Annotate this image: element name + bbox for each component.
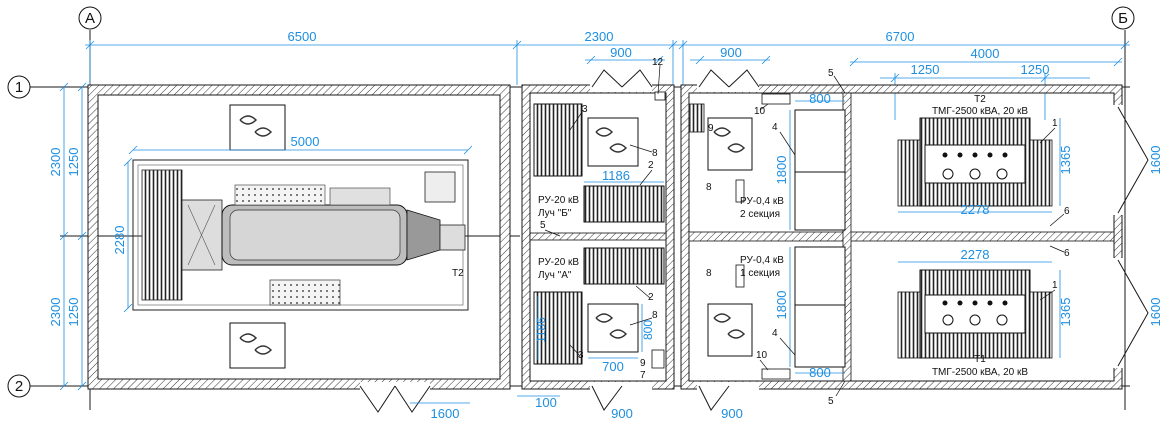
callout-1a: 1 — [1052, 118, 1058, 129]
vent-plate-ru-bottom — [587, 303, 639, 353]
axis-marker-b: Б — [1111, 6, 1135, 30]
callout-10b: 10 — [756, 350, 768, 361]
dim-800: 800 — [641, 320, 655, 340]
callout-4b: 4 — [772, 328, 778, 339]
callout-3a: 3 — [582, 104, 588, 115]
label-tp-2-2: 2 секция — [740, 209, 780, 220]
dim-1250-left-bot: 1250 — [66, 298, 81, 327]
busbar-section-b — [583, 185, 665, 223]
dim-2300-top: 2300 — [585, 29, 614, 44]
axis-marker-a: А — [78, 6, 102, 30]
callout-4a: 4 — [772, 122, 778, 133]
dim-1800-top: 1800 — [774, 156, 789, 185]
dim-1600-bottom: 1600 — [431, 406, 460, 421]
dim-900-tp-door: 900 — [720, 45, 742, 60]
dim-800-tp-bot: 800 — [809, 365, 831, 380]
label-ru-b-1: РУ-20 кВ — [538, 195, 579, 206]
label-tp-2-1: РУ-0,4 кВ — [740, 196, 784, 207]
callout-8b: 8 — [652, 310, 658, 321]
dim-1600-right-bot: 1600 — [1148, 298, 1163, 327]
dim-1800-bot: 1800 — [774, 291, 789, 320]
callout-6b: 6 — [1064, 248, 1070, 259]
dim-4000: 4000 — [971, 46, 1000, 61]
dim-1186-side: 1186 — [534, 317, 548, 343]
dim-900-ru-bottom: 900 — [611, 406, 633, 421]
callout-8a: 8 — [652, 148, 658, 159]
callout-7: 7 — [640, 370, 646, 381]
callout-5c: 5 — [828, 396, 834, 407]
callout-8d: 8 — [706, 268, 712, 279]
dim-2278-t1: 2278 — [961, 247, 990, 262]
dim-700: 700 — [602, 359, 624, 374]
callout-9b: 9 — [640, 358, 646, 369]
dim-2278-t2: 2278 — [961, 202, 990, 217]
label-t1-type: ТМГ-2500 кВА, 20 кВ — [932, 367, 1028, 378]
dim-2300-left-top: 2300 — [48, 148, 63, 177]
dim-900-tp-bottom: 900 — [721, 406, 743, 421]
callout-3b: 3 — [578, 350, 584, 361]
callout-5a: 5 — [828, 68, 834, 79]
switchgear-cabinet-a — [533, 291, 583, 365]
dim-1250-left-top: 1250 — [66, 148, 81, 177]
callout-5b: 5 — [540, 220, 546, 231]
dim-5000: 5000 — [291, 134, 320, 149]
label-tp-1-2: 1 секция — [740, 268, 780, 279]
dim-1365-t2: 1365 — [1058, 146, 1073, 175]
callout-1b: 1 — [1052, 280, 1058, 291]
dim-800-tp-top: 800 — [809, 91, 831, 106]
label-t2-type: ТМГ-2500 кВА, 20 кВ — [932, 106, 1028, 117]
callout-2b: 2 — [648, 292, 654, 303]
label-ru-b-2: Луч "Б" — [538, 208, 572, 219]
generator-room: 5000 2280 Т2 1600 — [87, 84, 511, 421]
transformer-substation: 800 1800 1800 800 РУ-0,4 кВ 2 секция РУ-… — [680, 69, 1149, 421]
vent-plate-top — [229, 104, 286, 151]
callout-12: 12 — [652, 57, 664, 68]
label-ru-a-2: Луч "А" — [538, 270, 572, 281]
top-dimensions: 6500 2300 6700 900 900 4000 1250 1250 — [85, 29, 1130, 120]
ru-20kv-room: 1186 РУ-20 кВ Луч "Б" РУ-20 кВ Луч "А" 1… — [517, 69, 675, 421]
label-t1-name: Т1 — [974, 354, 986, 365]
vent-plate-ru-top — [587, 117, 639, 167]
transformer-t1: 2278 1365 Т1 ТМГ-2500 кВА, 20 кВ 1600 — [897, 247, 1163, 378]
dim-6700: 6700 — [886, 29, 915, 44]
dim-1250-b: 1250 — [1021, 62, 1050, 77]
axis-label-2: 2 — [15, 378, 23, 395]
dim-1186-top: 1186 — [602, 168, 630, 183]
label-tp-1-1: РУ-0,4 кВ — [740, 255, 784, 266]
dim-6500: 6500 — [288, 29, 317, 44]
callout-2a: 2 — [648, 160, 654, 171]
dim-900-ru-door: 900 — [610, 45, 632, 60]
callouts: 1 1 2 2 3 3 4 4 5 5 5 6 6 7 8 8 8 8 9 9 … — [540, 57, 1070, 407]
callout-8c: 8 — [706, 182, 712, 193]
dim-100: 100 — [535, 395, 557, 410]
switchgear-cabinet-b — [533, 103, 583, 177]
callout-10a: 10 — [754, 106, 766, 117]
axis-label-1: 1 — [15, 79, 23, 96]
dim-2300-left-bot: 2300 — [48, 298, 63, 327]
axis-marker-1: 1 — [7, 75, 31, 99]
vent-plate-bottom — [229, 322, 286, 369]
axis-label-a: А — [85, 10, 95, 27]
axis-marker-2: 2 — [7, 374, 31, 398]
generator-tag: Т2 — [452, 268, 464, 279]
dim-2280: 2280 — [112, 226, 127, 255]
axis-label-b: Б — [1118, 10, 1128, 27]
dim-1365-t1: 1365 — [1058, 298, 1073, 327]
dim-1600-right-top: 1600 — [1148, 146, 1163, 175]
callout-6a: 6 — [1064, 206, 1070, 217]
busbar-section-a — [583, 247, 665, 285]
callout-9a: 9 — [708, 123, 714, 134]
label-ru-a-1: РУ-20 кВ — [538, 257, 579, 268]
label-t2-name: Т2 — [974, 94, 986, 105]
left-dimensions: 2300 1250 2300 1250 — [48, 82, 87, 391]
dim-1250-a: 1250 — [911, 62, 940, 77]
transformer-t2: Т2 ТМГ-2500 кВА, 20 кВ 2278 1365 1600 — [897, 94, 1163, 217]
diesel-generator: Т2 — [132, 159, 469, 311]
